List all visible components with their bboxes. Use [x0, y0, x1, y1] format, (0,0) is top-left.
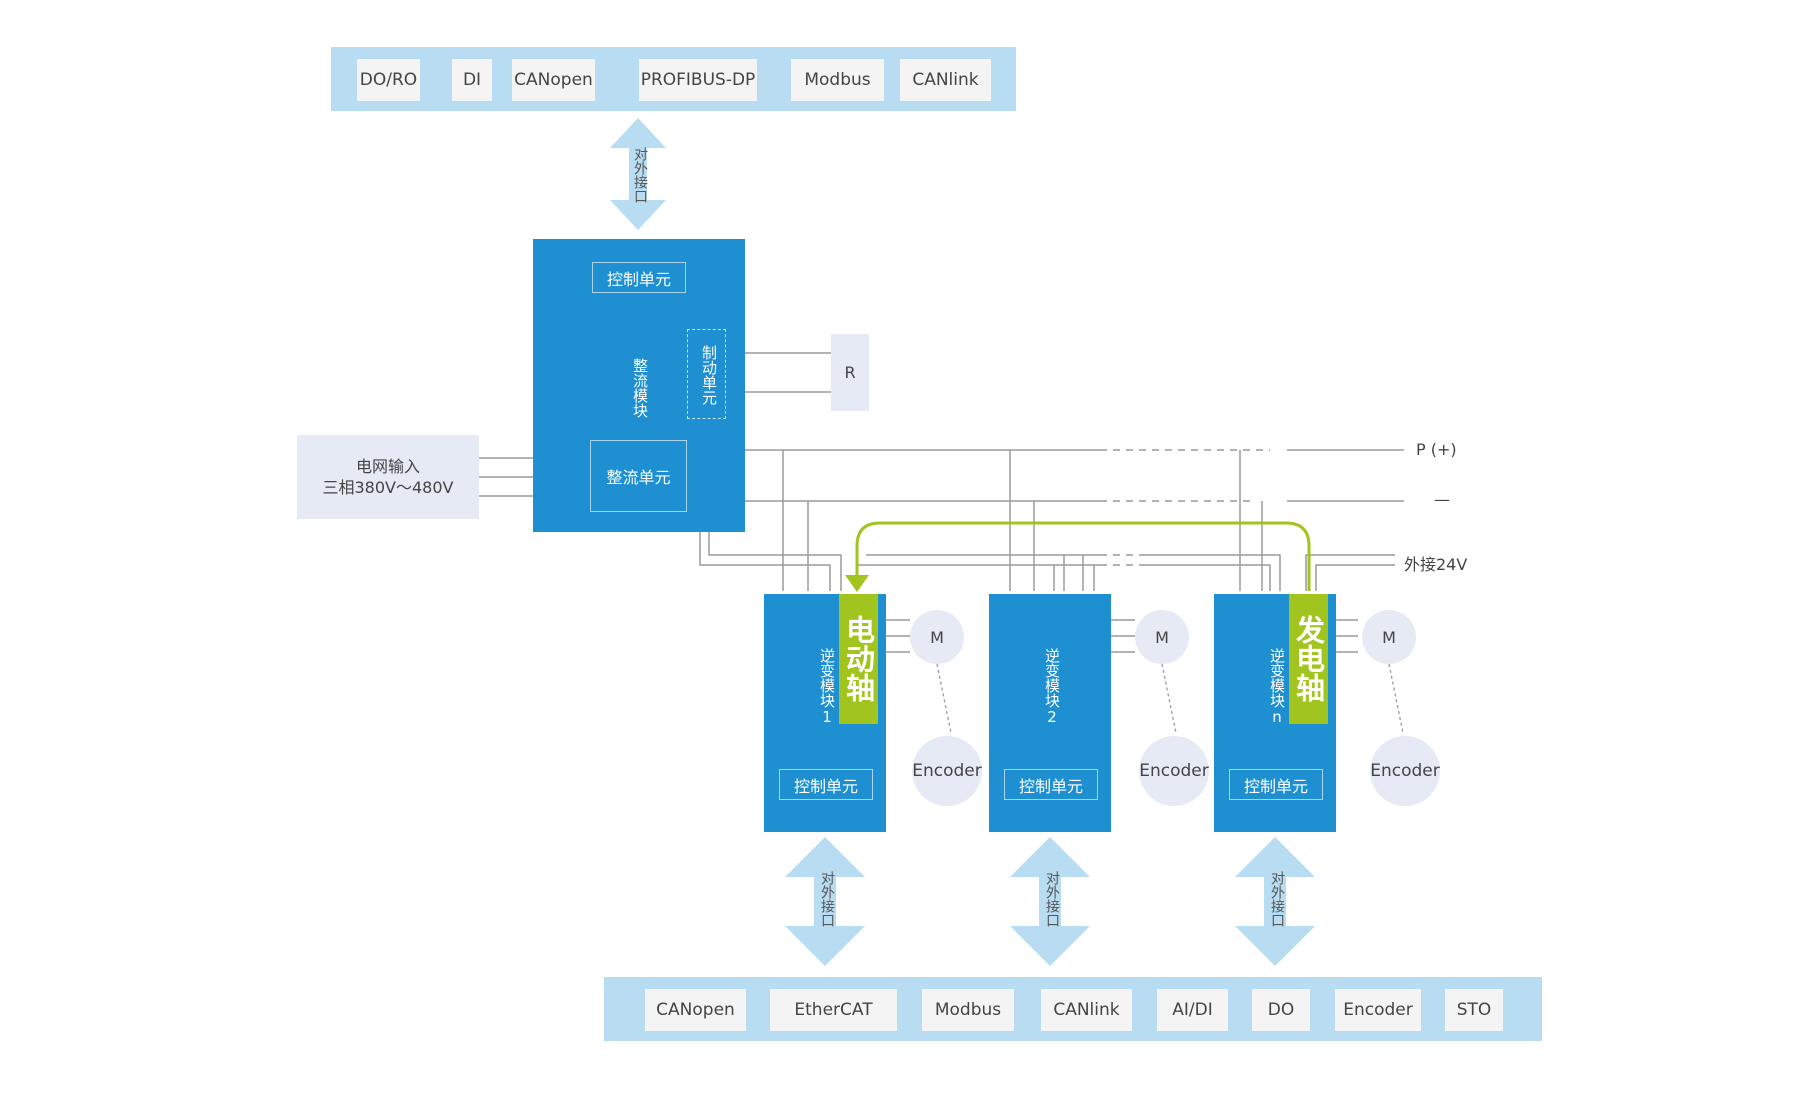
bus-negative-label: —: [1434, 490, 1450, 509]
rectifier-module: [533, 239, 745, 532]
generating-axis-band: [1289, 594, 1328, 724]
generating-axis-label: 发电轴: [1291, 614, 1326, 702]
inverter-2-title: 逆变模块2: [1043, 648, 1061, 726]
top-interface-arrow: [610, 118, 666, 230]
top-interface-chip: PROFIBUS-DP: [639, 59, 757, 101]
bottom-interface-chip: STO: [1445, 989, 1503, 1031]
bottom-interface-chip: AI/DI: [1157, 989, 1228, 1031]
encoder-1: Encoder: [912, 736, 982, 806]
bottom-interface-chip: CANlink: [1041, 989, 1132, 1031]
motor-encoder-link: [936, 663, 952, 734]
inverter1-interface-arrow-label: 对外接口: [819, 871, 835, 927]
top-interface-chip: DO/RO: [357, 59, 420, 101]
bottom-interface-chip: DO: [1252, 989, 1310, 1031]
top-interface-chip: DI: [452, 59, 492, 101]
external-24v-line: [1305, 554, 1395, 591]
inverter-n-title: 逆变模块n: [1268, 648, 1286, 726]
motoring-axis-band: [839, 594, 878, 724]
bottom-interface-chip: Modbus: [922, 989, 1014, 1031]
top-interface-chip: Modbus: [791, 59, 884, 101]
motor-encoder-link: [1388, 663, 1404, 734]
motor-n: M: [1362, 610, 1416, 664]
motoring-axis-label: 电动轴: [841, 614, 876, 702]
brake-unit-label: 制动单元: [700, 345, 718, 405]
bottom-interface-chip: CANopen: [645, 989, 746, 1031]
bus-positive-label: P (+): [1416, 440, 1457, 459]
grid-input-box: 电网输入 三相380V～480V: [297, 435, 479, 519]
inverter-1-control-unit: 控制单元: [779, 769, 873, 800]
brake-unit: [687, 329, 726, 419]
motor-1: M: [910, 610, 964, 664]
rectifier-unit: 整流单元: [590, 440, 687, 512]
grid-input-voltage: 三相380V～480V: [322, 478, 454, 497]
bottom-interface-chip: EtherCAT: [770, 989, 897, 1031]
inverter-1-title: 逆变模块1: [818, 648, 836, 726]
brake-resistor: R: [831, 334, 869, 411]
energy-feedback-path: [855, 521, 1311, 591]
inverter2-interface-arrow: [1010, 837, 1090, 966]
inverter1-interface-arrow: [785, 837, 865, 966]
encoder-n: Encoder: [1370, 736, 1440, 806]
external-24v-label: 外接24V: [1404, 555, 1468, 574]
inverter-2-control-unit: 控制单元: [1004, 769, 1098, 800]
top-interface-arrow-label: 对外接口: [632, 147, 648, 203]
encoder-2: Encoder: [1139, 736, 1209, 806]
motor-encoder-link: [1161, 663, 1177, 734]
grid-input-title: 电网输入: [355, 457, 420, 476]
rectifier-control-unit: 控制单元: [592, 262, 686, 293]
bottom-interface-chip: Encoder: [1335, 989, 1421, 1031]
motor-2: M: [1135, 610, 1189, 664]
inverter-module-2: [989, 594, 1111, 832]
invertern-interface-arrow: [1235, 837, 1315, 966]
invertern-interface-arrow-label: 对外接口: [1269, 871, 1285, 927]
energy-arrowhead: [845, 575, 869, 592]
inverter2-interface-arrow-label: 对外接口: [1044, 871, 1060, 927]
inverter-n-control-unit: 控制单元: [1229, 769, 1323, 800]
top-interface-chip: CANopen: [512, 59, 595, 101]
top-interface-chip: CANlink: [900, 59, 991, 101]
rectifier-module-title: 整流模块: [631, 358, 649, 418]
